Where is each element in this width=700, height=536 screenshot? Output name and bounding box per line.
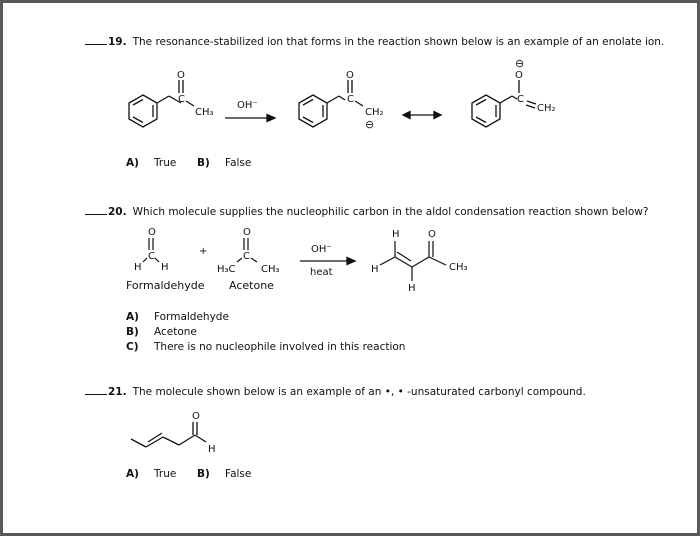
question-21: 21. The molecule shown below is an exampl… — [85, 384, 586, 398]
atom-label: O — [148, 227, 156, 238]
atom-label: O — [428, 229, 436, 240]
reagent-label: OH⁻ — [311, 244, 332, 255]
methylene-label: CH₂ — [365, 107, 384, 118]
q21-options: A)True B)False — [126, 468, 251, 480]
atom-label: C — [148, 251, 155, 262]
negative-charge-icon: ⊖ — [515, 57, 524, 70]
negative-charge-icon: ⊖ — [365, 118, 374, 131]
atom-label: H — [208, 444, 216, 455]
question-19: 19. The resonance-stabilized ion that for… — [85, 34, 664, 48]
question-text: The resonance-stabilized ion that forms … — [132, 36, 665, 48]
atom-label: C — [517, 94, 524, 105]
option-a[interactable]: A)True — [126, 157, 177, 169]
option-a[interactable]: A)True — [126, 468, 177, 480]
atom-label: H — [392, 229, 400, 240]
methylene-label: CH₂ — [537, 103, 556, 114]
q21-molecule: O H — [130, 411, 216, 455]
question-20: 20. Which molecule supplies the nucleophi… — [85, 204, 648, 218]
reagent-label: OH⁻ — [237, 100, 258, 111]
atom-label: C — [243, 251, 250, 262]
q19-options: A)True B)False — [126, 157, 251, 169]
option-b[interactable]: B)Acetone — [126, 326, 197, 338]
atom-label: C — [347, 94, 354, 105]
q19-reaction-scheme: O C CH₃ OH⁻ O C CH₂ ⊖ — [128, 57, 556, 131]
question-text: Which molecule supplies the nucleophilic… — [132, 206, 649, 218]
methyl-label: CH₃ — [261, 264, 280, 275]
atom-label: O — [177, 70, 185, 81]
question-number: 21. — [108, 386, 127, 398]
acetone-label: Acetone — [229, 279, 274, 292]
question-number: 20. — [108, 206, 127, 218]
answer-blank[interactable] — [85, 384, 107, 395]
atom-label: O — [243, 227, 251, 238]
atom-label: H — [408, 283, 416, 294]
answer-blank[interactable] — [85, 34, 107, 45]
reagent-label: heat — [310, 267, 333, 278]
option-c[interactable]: C)There is no nucleophile involved in th… — [126, 341, 406, 353]
methyl-label: CH₃ — [449, 262, 468, 273]
question-number: 19. — [108, 36, 127, 48]
q20-options: A)Formaldehyde B)Acetone C)There is no n… — [126, 310, 405, 355]
methyl-label: CH₃ — [195, 107, 214, 118]
atom-label: H — [134, 262, 142, 273]
q20-reaction-scheme: O C H H + O C H₃C CH₃ OH⁻ heat H O H H C… — [134, 227, 468, 294]
atom-label: H — [161, 262, 169, 273]
plus-sign: + — [199, 246, 207, 257]
question-text: The molecule shown below is an example o… — [132, 386, 586, 398]
worksheet-page: 19. The resonance-stabilized ion that for… — [3, 3, 697, 533]
formaldehyde-label: Formaldehyde — [126, 279, 205, 292]
answer-blank[interactable] — [85, 204, 107, 215]
option-a[interactable]: A)Formaldehyde — [126, 311, 229, 323]
atom-label: H — [371, 264, 379, 275]
methyl-label: H₃C — [217, 264, 236, 275]
atom-label: C — [178, 94, 185, 105]
atom-label: O — [192, 411, 200, 422]
atom-label: O — [515, 70, 523, 81]
atom-label: O — [346, 70, 354, 81]
option-b[interactable]: B)False — [197, 468, 252, 480]
option-b[interactable]: B)False — [197, 157, 252, 169]
